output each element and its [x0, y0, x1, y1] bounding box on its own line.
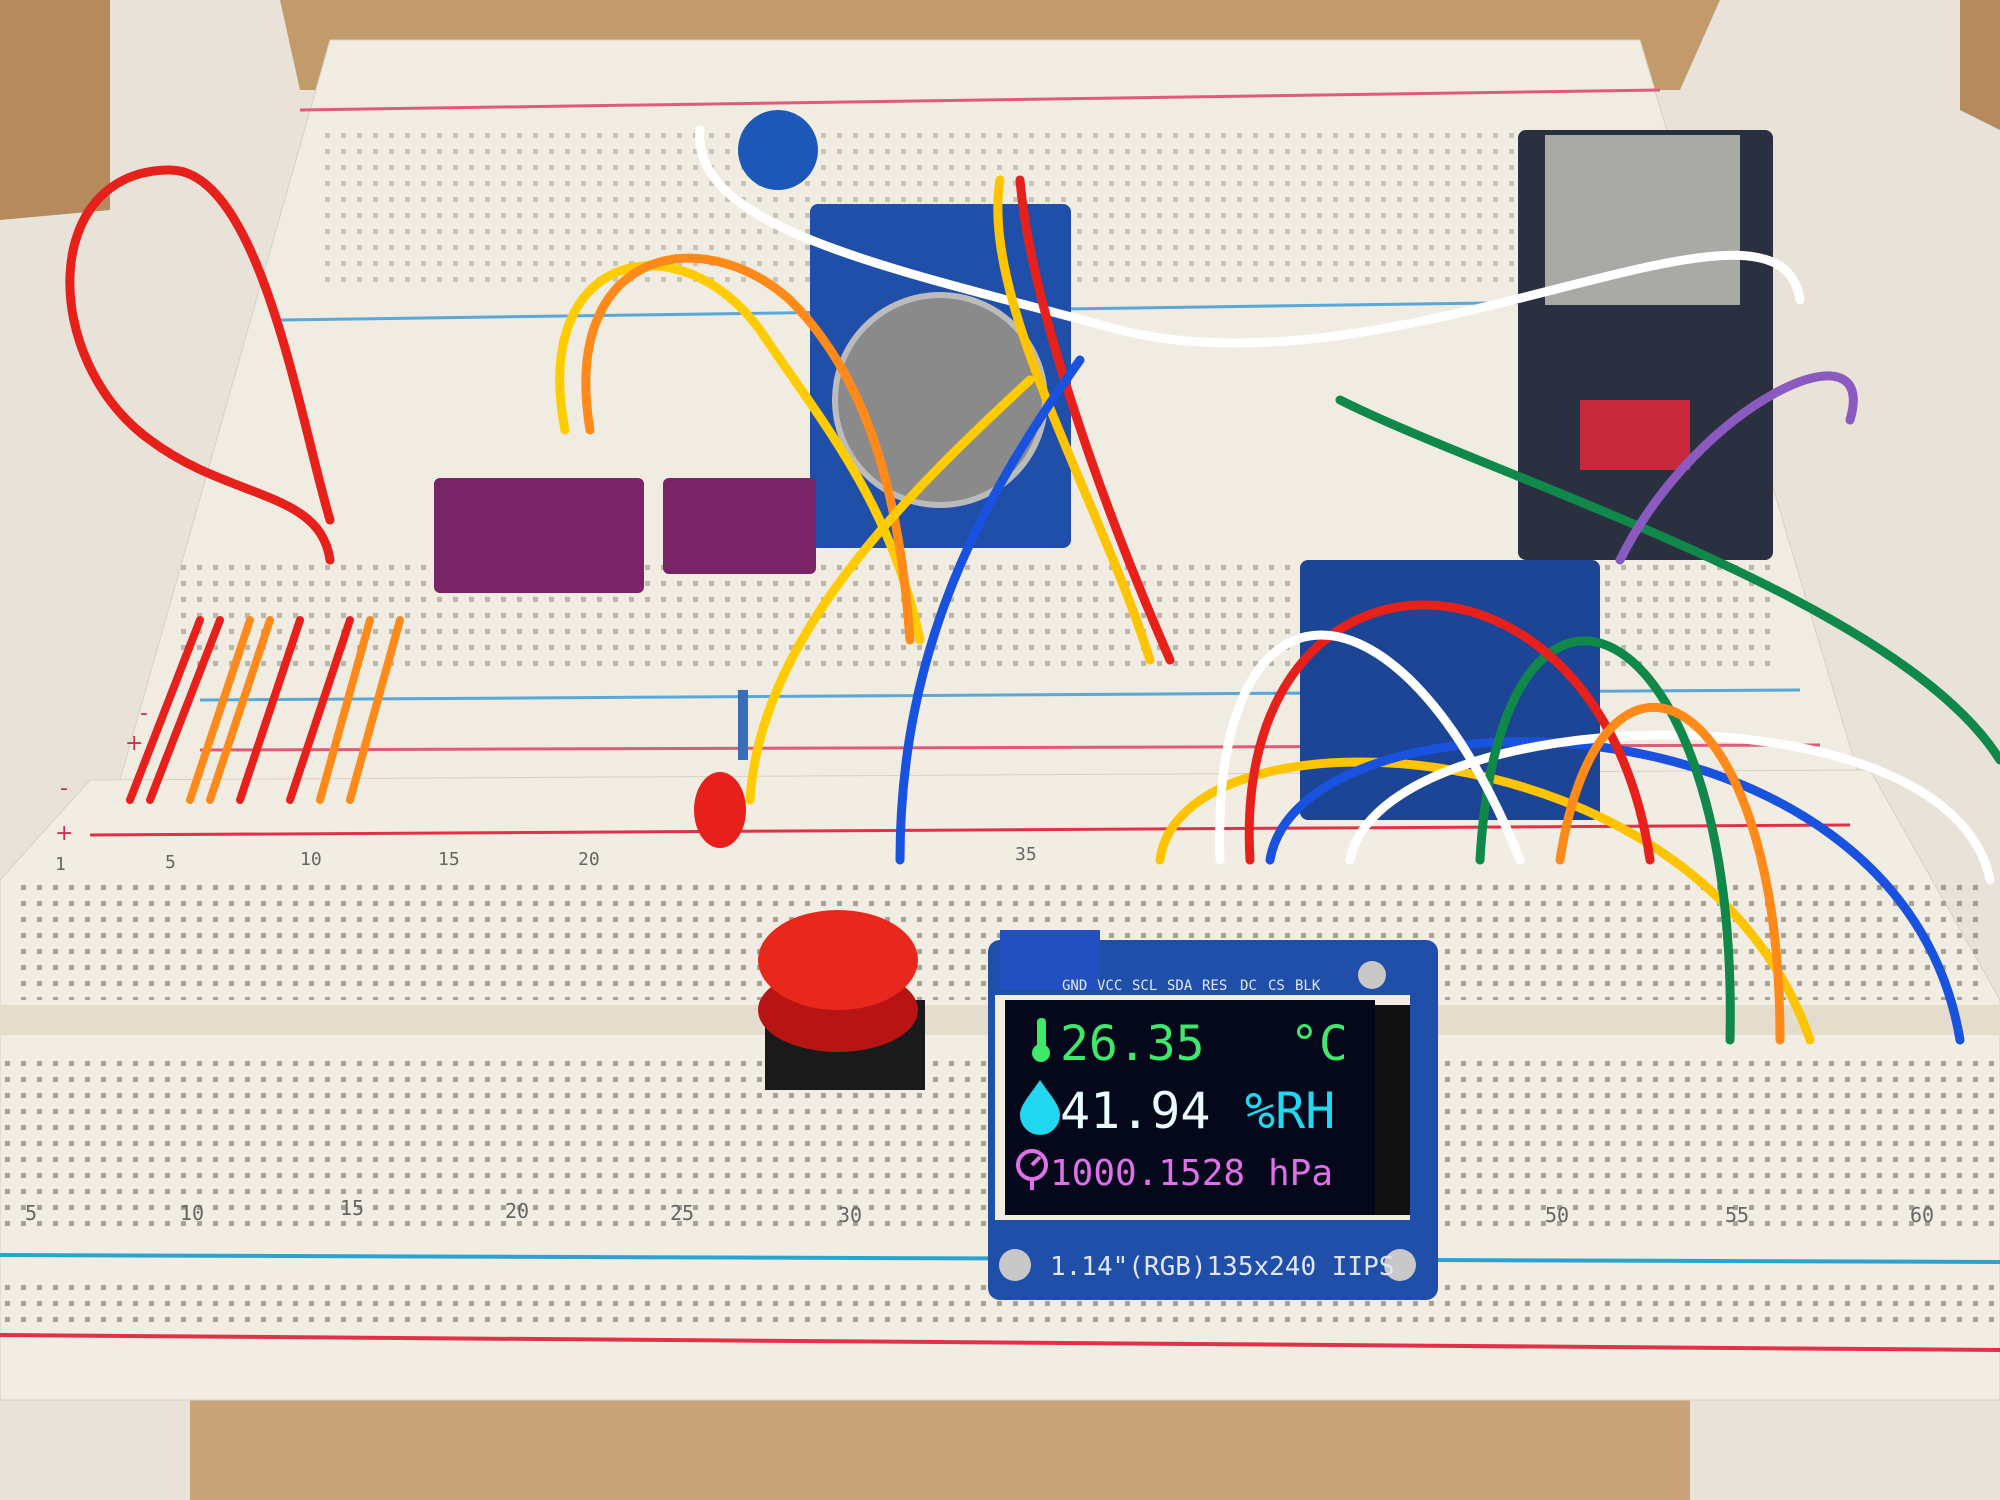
humidity-value: 41.94: [1060, 1082, 1211, 1140]
row-number: 1: [55, 854, 66, 875]
rail-line: [89, 823, 1851, 837]
pin-label: GND: [1062, 978, 1087, 994]
potentiometer-knob: [738, 110, 818, 190]
rail-mark: +: [125, 731, 143, 756]
rail-mark: -: [140, 701, 148, 726]
short-wire: [286, 616, 354, 804]
temperature-reading: 26.35 °C: [1032, 1016, 1348, 1072]
cardboard-flap-right: [1960, 0, 2000, 130]
humidity-reading: 41.94 %RH: [1020, 1080, 1335, 1140]
wire-white: [1215, 630, 1525, 865]
rail-line: [299, 88, 1661, 112]
pin-label: DC: [1240, 978, 1257, 994]
humidity-drop-icon: [1020, 1080, 1060, 1135]
pin-label: BLK: [1295, 978, 1321, 994]
row-number: 55: [1725, 1203, 1749, 1227]
humidity-unit: %RH: [1245, 1082, 1335, 1140]
wire-red: [65, 165, 335, 565]
sd-card-module: [1300, 560, 1600, 820]
jumper-wires: [65, 125, 2000, 1045]
wire-blue: [895, 355, 1085, 865]
pin-label: RES: [1202, 978, 1227, 994]
rail-line: [0, 1333, 2000, 1352]
row-number: 20: [578, 849, 600, 870]
display-pin-labels: GND VCC SCL SDA RES DC CS BLK: [1062, 978, 1321, 994]
mount-hole: [999, 1249, 1031, 1281]
temperature-value: 26.35: [1060, 1016, 1205, 1072]
wire-orange: [1555, 703, 1785, 1045]
row-number: 35: [1015, 844, 1037, 865]
pin-label: VCC: [1097, 978, 1122, 994]
wire-red: [1015, 175, 1175, 665]
red-push-button: [758, 910, 918, 1010]
temperature-unit: °C: [1290, 1016, 1348, 1072]
mount-hole: [1384, 1249, 1416, 1281]
short-wire: [186, 616, 254, 804]
rail-mark: -: [60, 776, 68, 801]
wire-purple: [1615, 371, 1858, 565]
rail-mark: +: [55, 821, 73, 846]
wire-green: [1335, 395, 2000, 765]
wire-yellow: [555, 261, 925, 645]
short-jumpers: [126, 616, 404, 804]
pressure-value: 1000.1528: [1050, 1153, 1245, 1194]
thermometer-icon: [1032, 1018, 1050, 1062]
display-screen: [1005, 1000, 1375, 1215]
display-ribbon: [1375, 1005, 1410, 1215]
row-number: 25: [670, 1201, 694, 1225]
wire-blue: [1265, 737, 1965, 1045]
short-wire: [206, 616, 274, 804]
micro-sd-card: [1580, 400, 1690, 470]
red-led: [694, 772, 746, 848]
short-wire: [236, 616, 304, 804]
table-surface: [190, 1400, 1690, 1500]
wire-orange: [581, 253, 915, 645]
row-number: 30: [838, 1203, 862, 1227]
row-number: 50: [1545, 1203, 1569, 1227]
sensor-board-bmp280: [663, 478, 816, 574]
sensor-board-bme280: [434, 478, 644, 593]
pin-label: CS: [1268, 978, 1285, 994]
pressure-unit: hPa: [1268, 1153, 1333, 1194]
mount-hole: [1358, 961, 1386, 989]
display-model-label: 1.14"(RGB)135x240 IIPS: [1050, 1252, 1394, 1282]
display-connector: [1000, 930, 1100, 990]
wire-white: [1345, 730, 1995, 885]
resistor: [738, 690, 748, 760]
wire-green: [1475, 636, 1735, 1045]
lower-row-numbers: 5 10 15 20 25 30 50 55 60: [25, 1196, 1934, 1227]
upper-row-numbers: 1 5 10 15 20 35: [55, 844, 1037, 875]
row-number: 5: [25, 1201, 37, 1225]
pin-label: SCL: [1132, 978, 1157, 994]
cardboard-flap-left: [0, 0, 110, 220]
short-wire: [126, 616, 204, 804]
row-number: 60: [1910, 1203, 1934, 1227]
pin-label: SDA: [1167, 978, 1193, 994]
row-number: 5: [165, 852, 176, 873]
short-wire: [316, 616, 374, 804]
gauge-icon: [1016, 1149, 1048, 1190]
ethernet-jack: [1545, 135, 1740, 305]
wire-yellow: [745, 375, 1035, 805]
row-number: 15: [340, 1196, 364, 1220]
row-number: 20: [505, 1199, 529, 1223]
wire-white: [695, 125, 1805, 348]
short-wire: [346, 616, 404, 804]
rail-marks: - + + -: [55, 701, 148, 846]
short-wire: [146, 616, 224, 804]
row-number: 15: [438, 849, 460, 870]
row-number: 10: [300, 849, 322, 870]
row-number: 10: [180, 1201, 204, 1225]
pressure-reading: 1000.1528 hPa: [1016, 1149, 1333, 1194]
